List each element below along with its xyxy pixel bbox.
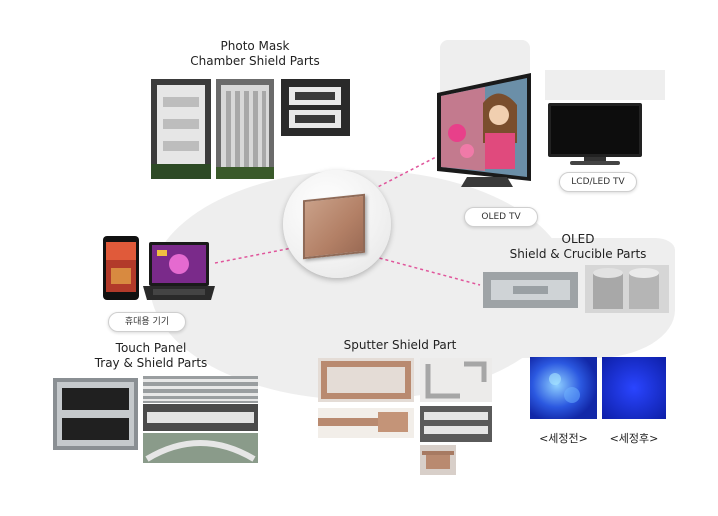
touch-panel-title-line1: Touch Panel	[115, 341, 187, 355]
lcd-tv	[548, 103, 642, 165]
curved-shield	[143, 433, 258, 463]
photo-mask-part-1	[151, 79, 211, 179]
oled-title: OLED Shield & Crucible Parts	[508, 232, 648, 262]
smartphone	[103, 236, 139, 300]
before-cleaning-label: <세정전>	[539, 432, 588, 445]
crucible-parts	[585, 265, 669, 313]
photo-mask-title: Photo Mask Chamber Shield Parts	[180, 39, 330, 69]
photo-mask-title-line1: Photo Mask	[220, 39, 290, 53]
connector-line	[367, 154, 441, 193]
oled-title-line1: OLED	[561, 232, 595, 246]
sputter-title: Sputter Shield Part	[343, 338, 457, 352]
touch-panel-tray	[53, 378, 138, 450]
mobile-device-label: 휴대용 기기	[108, 312, 186, 332]
connector-line	[367, 254, 481, 286]
touch-panel-title-line2: Tray & Shield Parts	[94, 356, 208, 370]
shield-bars	[143, 376, 258, 403]
photo-mask-part-2	[216, 79, 274, 179]
sputter-rails	[420, 406, 492, 442]
oled-title-line2: Shield & Crucible Parts	[509, 247, 647, 261]
sputter-copper-block	[420, 445, 456, 475]
touch-panel-title: Touch Panel Tray & Shield Parts	[86, 341, 216, 371]
sputter-angle-parts	[420, 358, 492, 402]
laptop	[143, 242, 215, 302]
photo-mask-part-3	[281, 79, 350, 136]
shield-rail	[143, 404, 258, 431]
lcd-tv-label: LCD/LED TV	[559, 172, 637, 192]
background-shape	[545, 70, 665, 100]
oled-shield-plate	[483, 272, 578, 308]
sputter-copper-frame	[318, 358, 414, 402]
before-cleaning-panel	[530, 357, 597, 419]
after-cleaning-label: <세정후>	[609, 432, 659, 445]
after-cleaning-panel	[602, 357, 666, 419]
sputter-copper-bar	[318, 408, 414, 438]
oled-tv	[437, 73, 531, 193]
connector-line	[214, 247, 293, 264]
photo-mask-title-line2: Chamber Shield Parts	[190, 54, 320, 68]
copper-plate	[303, 193, 365, 260]
oled-tv-label: OLED TV	[464, 207, 538, 227]
